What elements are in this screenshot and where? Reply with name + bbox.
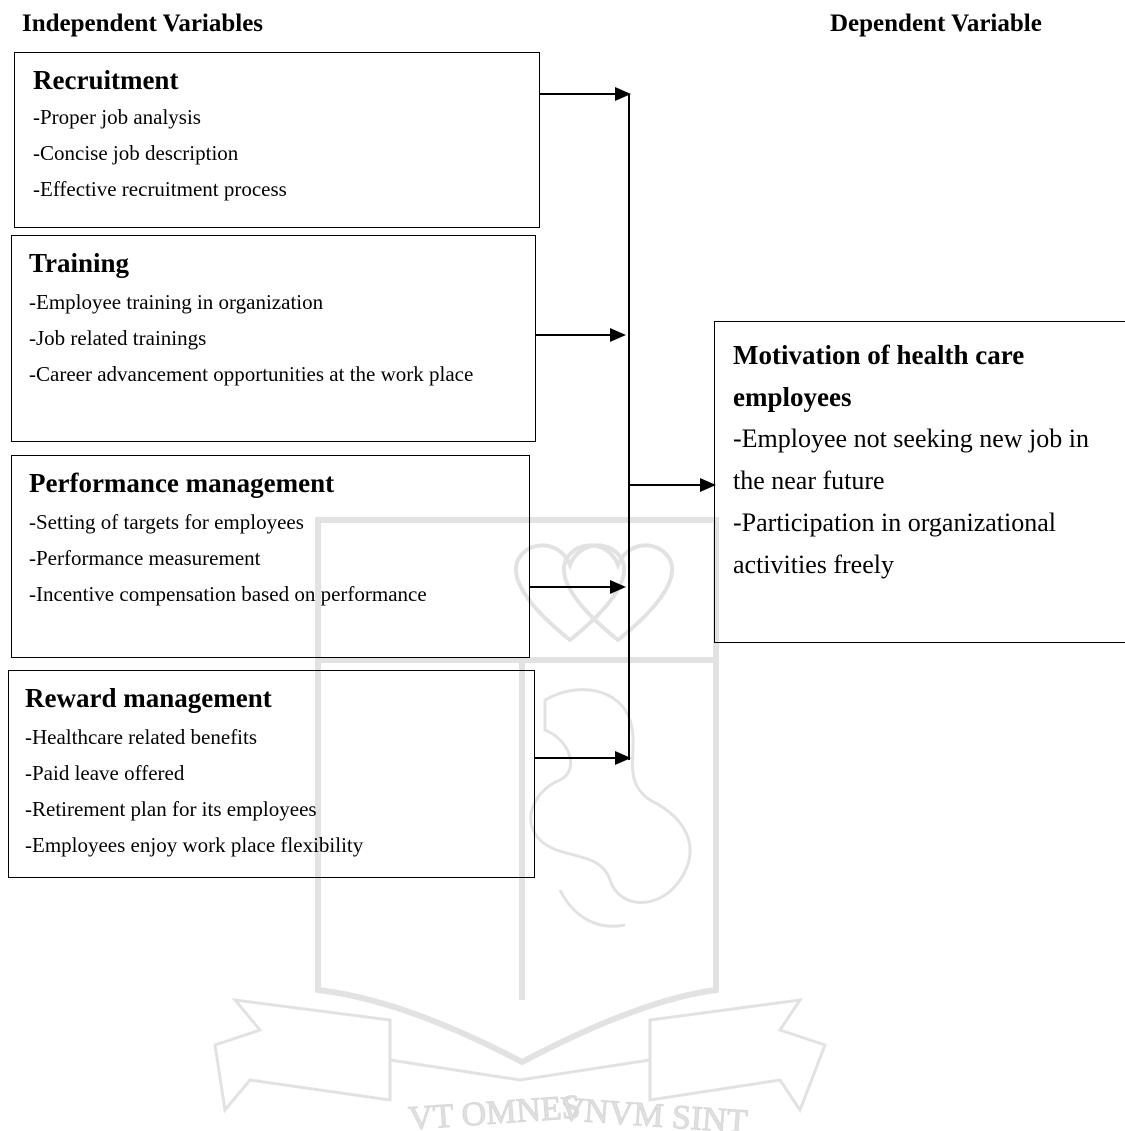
training-box: Training -Employee training in organizat… — [11, 235, 536, 442]
arrow-head-reward — [615, 751, 631, 765]
crest-heart-left — [513, 543, 627, 643]
arrow-head-training — [610, 328, 626, 342]
performance-management-title: Performance management — [29, 468, 335, 498]
reward-item: -Employees enjoy work place flexibility — [25, 833, 364, 857]
recruitment-item: -Proper job analysis — [33, 105, 201, 129]
performance-item: -Setting of targets for employees — [29, 510, 304, 534]
training-title: Training — [29, 248, 130, 278]
reward-management-box: Reward management -Healthcare related be… — [8, 670, 535, 878]
independent-variables-header: Independent Variables — [22, 10, 264, 37]
arrow-head-recruitment — [615, 87, 631, 101]
recruitment-box: Recruitment -Proper job analysis -Concis… — [14, 52, 540, 228]
training-item: -Job related trainings — [29, 326, 207, 350]
arrow-head-performance — [610, 580, 626, 594]
reward-item: -Paid leave offered — [25, 761, 185, 785]
recruitment-item: -Effective recruitment process — [33, 177, 287, 201]
reward-management-title: Reward management — [25, 683, 272, 713]
crest-shield — [315, 517, 719, 1066]
performance-item: -Performance measurement — [29, 546, 261, 570]
arrow-head-motivation — [700, 478, 716, 492]
reward-item: -Retirement plan for its employees — [25, 797, 317, 821]
motivation-box: Motivation of health care employees -Emp… — [714, 321, 1125, 643]
training-item: -Employee training in organization — [29, 290, 324, 314]
reward-item: -Healthcare related benefits — [25, 725, 258, 749]
performance-management-box: Performance management -Setting of targe… — [11, 455, 530, 658]
training-item: -Career advancement opportunities at the… — [29, 362, 474, 386]
dependent-variable-header: Dependent Variable — [830, 10, 1042, 37]
crest-lion — [529, 688, 692, 904]
motivation-title: Motivation of health care employees — [733, 340, 1025, 412]
recruitment-title: Recruitment — [33, 65, 179, 95]
recruitment-item: -Concise job description — [33, 141, 239, 165]
performance-item: -Incentive compensation based on perform… — [29, 582, 427, 606]
crest-heart-right — [561, 543, 675, 643]
motivation-item: -Employee not seeking new job in the nea… — [733, 424, 1089, 495]
motivation-item: -Participation in organizational activit… — [733, 508, 1056, 579]
